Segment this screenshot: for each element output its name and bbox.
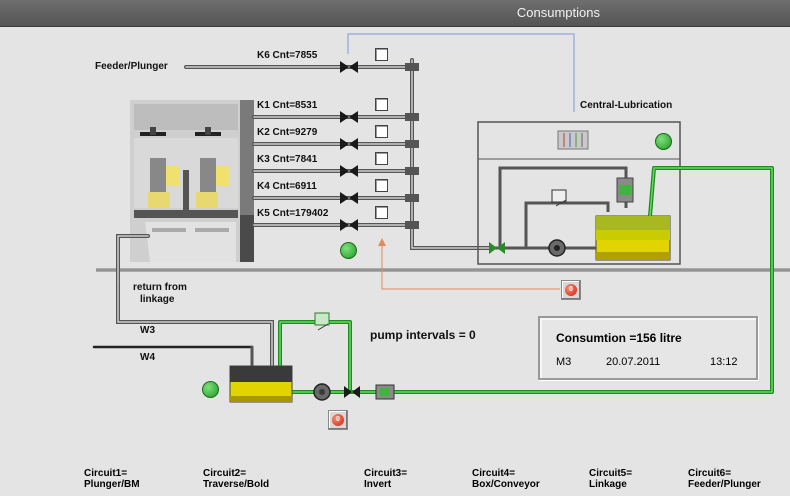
circuit-6: Circuit6= Feeder/Plunger xyxy=(688,468,761,490)
distribution-status-light xyxy=(340,242,357,259)
control-panel-icon xyxy=(557,130,589,150)
circuit-k4-checkbox[interactable] xyxy=(375,179,388,192)
counter-k1: K1 Cnt=8531 xyxy=(257,100,318,111)
pressure-switch xyxy=(551,189,567,203)
pump-intervals-label: pump intervals = 0 xyxy=(370,328,476,342)
w4-label: W4 xyxy=(140,352,155,363)
counter-k5: K5 Cnt=179402 xyxy=(257,208,329,219)
counter-k4: K4 Cnt=6911 xyxy=(257,181,317,192)
lower-tank xyxy=(229,365,293,403)
circuit-k5-checkbox[interactable] xyxy=(375,206,388,219)
lower-reset-button[interactable]: 0 xyxy=(328,410,348,430)
central-lubrication-frame xyxy=(477,121,681,265)
title-bar: Consumptions xyxy=(0,0,790,27)
consumption-date: 20.07.2011 xyxy=(606,356,661,368)
central-tank xyxy=(595,215,671,261)
machine-illustration xyxy=(130,100,254,262)
w3-label: W3 xyxy=(140,325,155,336)
counter-k3: K3 Cnt=7841 xyxy=(257,154,318,165)
circuit-1: Circuit1= Plunger/BM xyxy=(84,468,140,490)
distribution-piping xyxy=(92,58,495,368)
consumption-time: 13:12 xyxy=(710,356,738,368)
lower-pressure-switch xyxy=(314,312,330,326)
signal-line-blue xyxy=(347,33,575,112)
circuit-k3-checkbox[interactable] xyxy=(375,152,388,165)
consumption-value: Consumtion =156 litre xyxy=(556,331,682,345)
feeder-plunger-label: Feeder/Plunger xyxy=(95,61,168,72)
reset-icon: 0 xyxy=(332,414,344,426)
return-label-line1: return from xyxy=(133,282,187,293)
circuit-k1-checkbox[interactable] xyxy=(375,98,388,111)
lower-tank-status-light xyxy=(202,381,219,398)
circuit-2: Circuit2= Traverse/Bold xyxy=(203,468,270,490)
reset-icon: 0 xyxy=(565,284,577,296)
distribution-valves xyxy=(340,61,358,231)
circuit-5: Circuit5= Linkage xyxy=(589,468,633,490)
signal-line-orange xyxy=(381,240,560,290)
circuit-4: Circuit4= Box/Conveyor xyxy=(472,468,540,490)
circuit-3: Circuit3= Invert xyxy=(364,468,408,490)
circuit-k2-checkbox[interactable] xyxy=(375,125,388,138)
circuit-k6-checkbox[interactable] xyxy=(375,48,388,61)
central-reset-button[interactable]: 0 xyxy=(561,280,581,300)
return-label-line2: linkage xyxy=(140,294,175,305)
consumption-panel: Consumtion =156 litre M3 20.07.2011 13:1… xyxy=(538,316,758,380)
consumption-unit: M3 xyxy=(556,356,572,368)
window-title: Consumptions xyxy=(516,5,600,20)
central-status-light xyxy=(655,133,672,150)
counter-k6: K6 Cnt=7855 xyxy=(257,50,318,61)
central-lubrication-label: Central-Lubrication xyxy=(580,100,673,111)
counter-k2: K2 Cnt=9279 xyxy=(257,127,318,138)
